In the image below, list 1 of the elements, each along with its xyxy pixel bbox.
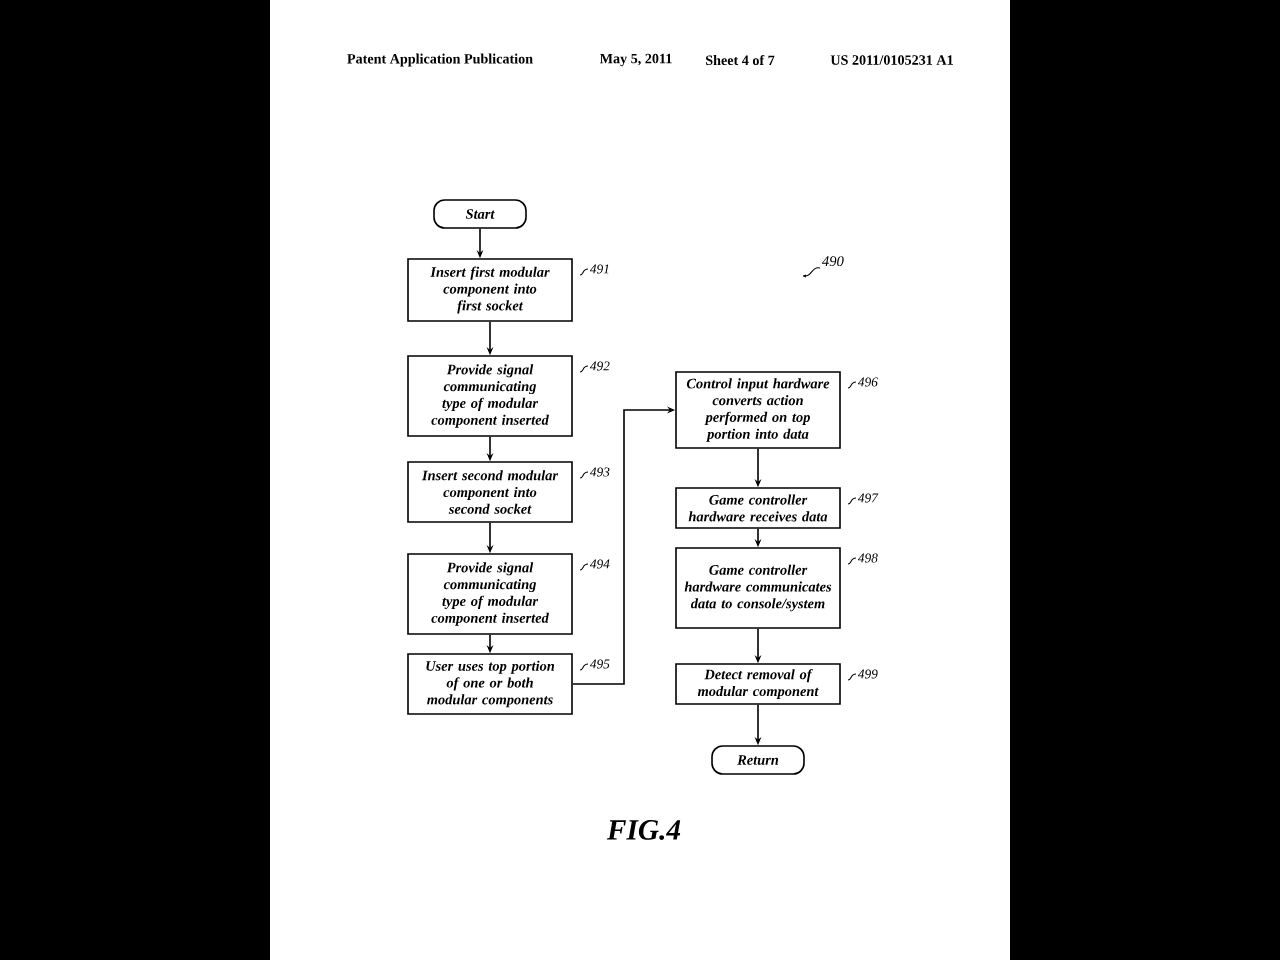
- figure-caption: FIG.4: [606, 820, 681, 840]
